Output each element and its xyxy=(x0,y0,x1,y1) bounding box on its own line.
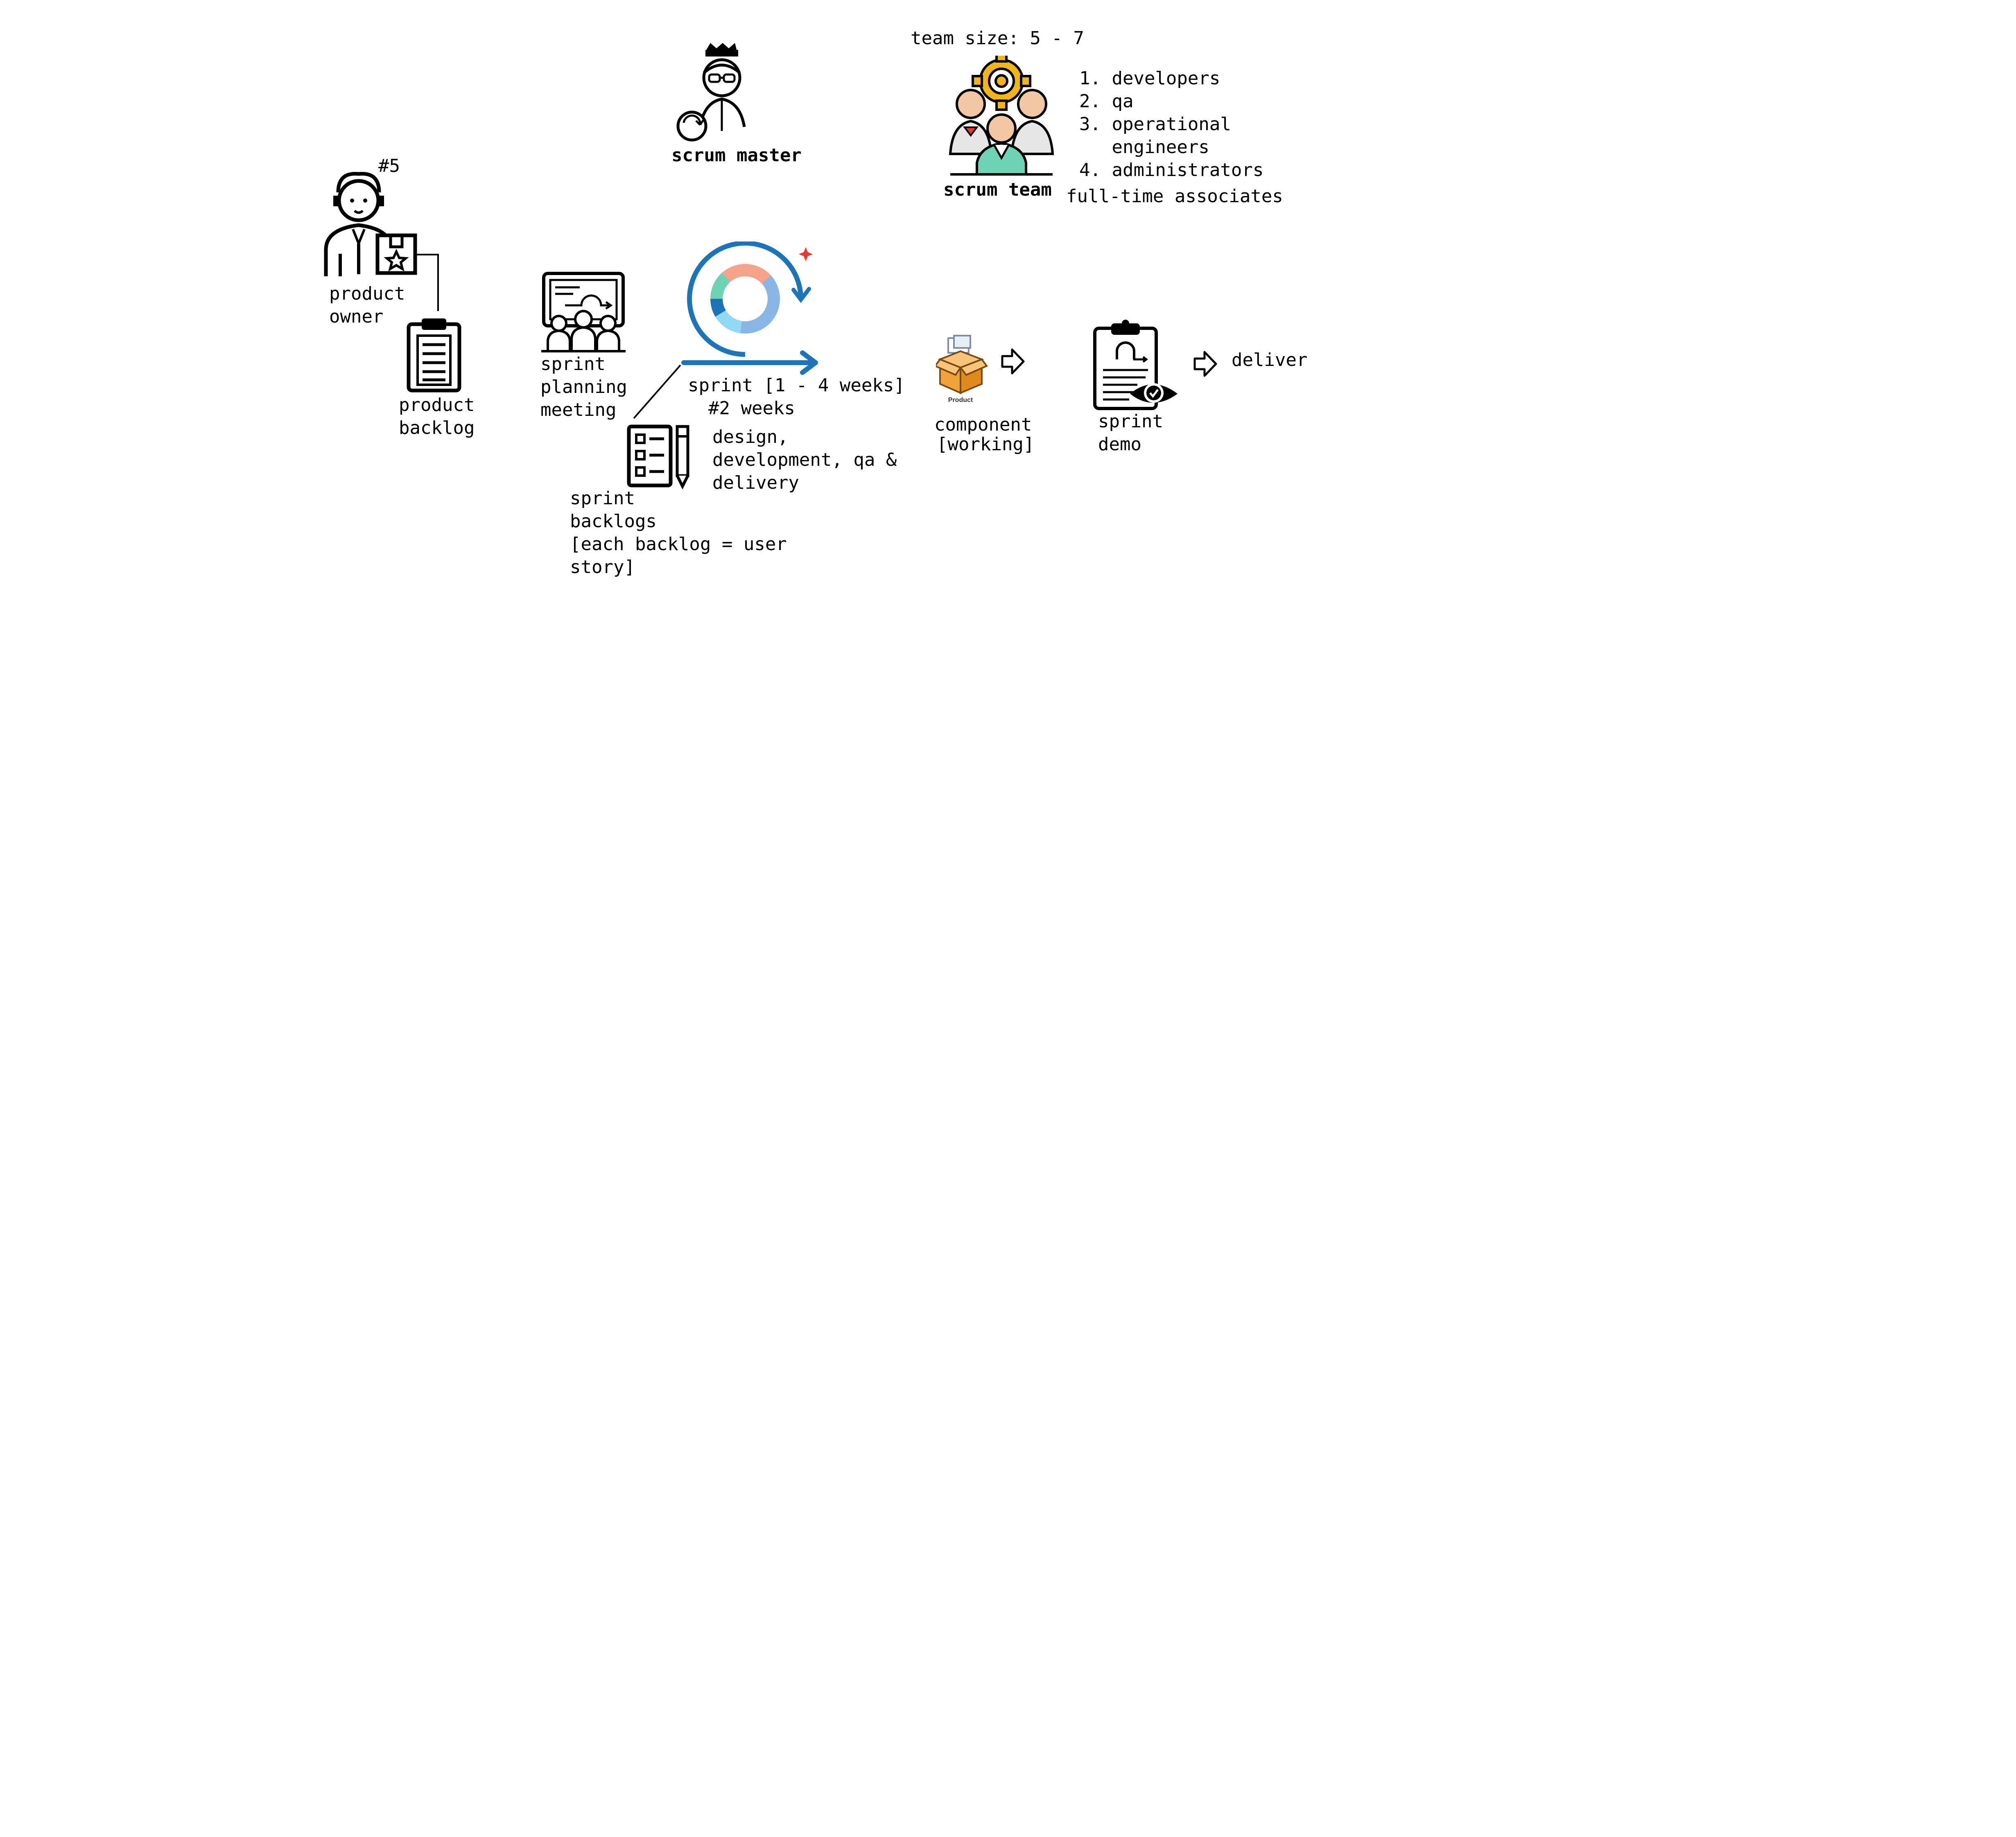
activities-line1: design, xyxy=(712,427,789,447)
full-time-label: full-time associates xyxy=(1066,186,1283,207)
sprint-duration-tag: #2 weeks xyxy=(708,398,795,419)
product-owner-label-line2: owner xyxy=(329,306,384,327)
sprint-backlogs-label-line4: story] xyxy=(570,557,635,578)
product-backlog-label-line2: backlog xyxy=(399,418,475,438)
arrow-right-icon xyxy=(1001,348,1025,375)
team-role-2: 2. qa xyxy=(1079,91,1134,112)
product-box-label: Product xyxy=(948,397,973,404)
product-owner-label-line1: product xyxy=(329,283,405,304)
product-backlog-label-line1: product xyxy=(399,395,475,415)
component-label-line1: component xyxy=(934,414,1032,435)
scrum-team-label: scrum team xyxy=(943,179,1052,200)
clipboard-icon xyxy=(407,318,461,393)
product-owner-tag: #5 xyxy=(378,156,400,176)
team-role-3: 3. operational xyxy=(1079,114,1231,135)
team-role-4: 4. administrators xyxy=(1079,160,1264,181)
component-label-line2: [working] xyxy=(937,434,1035,455)
planning-meeting-icon xyxy=(541,272,626,352)
sprint-backlogs-label-line2: backlogs xyxy=(570,511,657,532)
scrum-team-icon xyxy=(949,56,1054,176)
sprint-planning-label-line3: meeting xyxy=(540,399,617,420)
sprint-planning-label-line2: planning xyxy=(540,377,627,397)
sprint-label: sprint [1 - 4 weeks] xyxy=(688,375,905,396)
sprint-demo-icon xyxy=(1093,320,1178,410)
activities-line2: development, qa & xyxy=(712,449,897,470)
sprint-demo-label-line1: sprint xyxy=(1098,411,1163,432)
deliver-label: deliver xyxy=(1232,350,1308,370)
sprint-cycle-icon xyxy=(681,241,818,375)
product-owner-icon xyxy=(324,172,417,276)
activities-line3: delivery xyxy=(712,472,799,493)
sprint-backlogs-label-line1: sprint xyxy=(570,488,635,509)
sprint-planning-label-line1: sprint xyxy=(540,354,606,375)
backlog-sprint-connector xyxy=(633,364,681,419)
checklist-icon xyxy=(627,424,689,490)
product-box-icon: Product xyxy=(936,335,988,404)
arrow-right-icon xyxy=(1193,351,1217,377)
team-role-3-cont: engineers xyxy=(1079,137,1209,158)
sprint-backlogs-label-line3: [each backlog = user xyxy=(570,534,787,555)
scrum-master-icon xyxy=(676,43,746,142)
owner-backlog-connector xyxy=(414,254,439,311)
scrum-master-label: scrum master xyxy=(671,145,802,166)
team-role-1: 1. developers xyxy=(1079,68,1220,89)
team-size-label: team size: 5 - 7 xyxy=(911,28,1084,49)
sprint-demo-label-line2: demo xyxy=(1098,434,1141,455)
